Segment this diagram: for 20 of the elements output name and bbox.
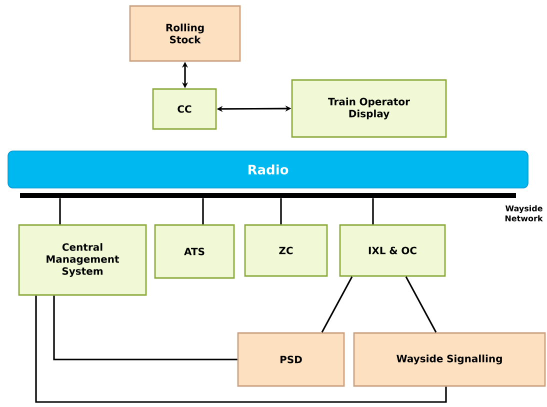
connector bbox=[59, 198, 61, 224]
connector bbox=[405, 276, 437, 333]
system-box: ATS bbox=[154, 224, 235, 279]
system-box: CC bbox=[152, 88, 217, 130]
connector bbox=[280, 198, 282, 224]
network-label: Wayside Network bbox=[505, 205, 543, 222]
connector bbox=[202, 198, 204, 224]
system-box: Rolling Stock bbox=[129, 5, 241, 62]
connector bbox=[35, 296, 447, 403]
system-box: Central Management System bbox=[18, 224, 147, 296]
system-box: Wayside Signalling bbox=[353, 332, 546, 387]
network-bar bbox=[20, 193, 516, 198]
radio-band: Radio bbox=[8, 150, 528, 188]
connector bbox=[321, 276, 353, 333]
system-box: ZC bbox=[244, 224, 328, 277]
connector bbox=[53, 296, 238, 360]
system-box: Train Operator Display bbox=[291, 79, 447, 138]
system-box: IXL & OC bbox=[339, 224, 446, 277]
connector bbox=[372, 198, 374, 224]
system-box: PSD bbox=[237, 332, 345, 387]
